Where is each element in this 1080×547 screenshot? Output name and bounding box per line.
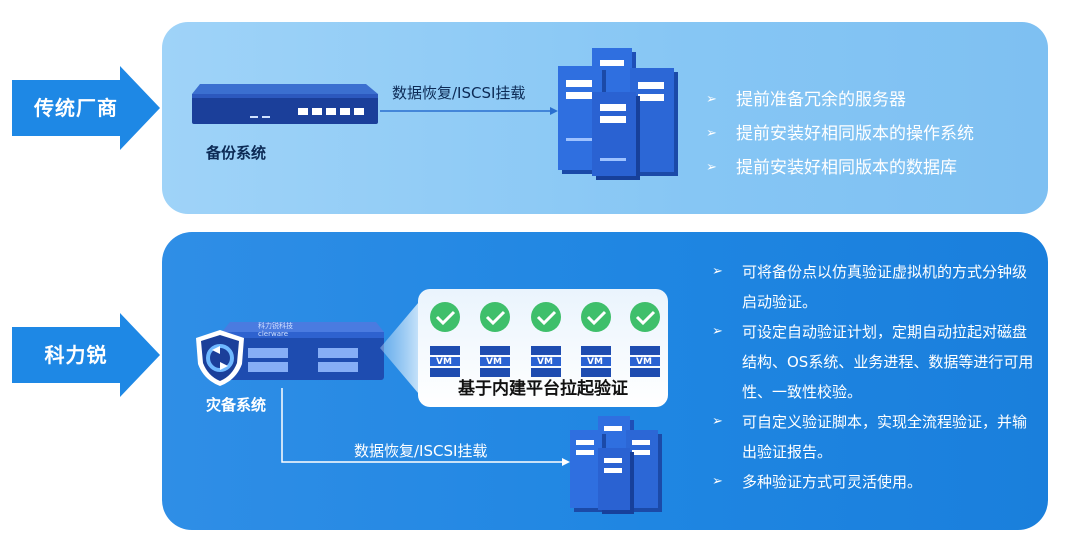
traditional-label: 传统厂商 [34, 96, 118, 120]
bullet-marker-icon: ➢ [706, 160, 717, 175]
bullet-marker-icon: ➢ [706, 126, 717, 141]
server-tower-icon [558, 48, 678, 180]
traditional-label-arrow: 传统厂商 [12, 66, 160, 150]
list-item: ➢提前安装好相同版本的数据库 [706, 151, 974, 185]
arrow-right-icon [12, 313, 160, 397]
list-item: ➢提前安装好相同版本的操作系统 [706, 117, 974, 151]
kelirui-label: 科力锐 [44, 343, 108, 367]
vm-badge: VM [436, 357, 452, 367]
vm-badge: VM [537, 357, 553, 367]
vm-grid [430, 302, 660, 377]
bullet-marker-icon: ➢ [712, 474, 723, 489]
vm-icon [531, 346, 561, 377]
check-circle-icon [531, 302, 561, 332]
bullet-marker-icon: ➢ [712, 414, 723, 429]
connector-arrow [380, 107, 558, 115]
server-rack-icon [222, 322, 384, 380]
vm-icon [430, 346, 460, 377]
check-circle-icon [630, 302, 660, 332]
dr-system-label: 灾备系统 [206, 396, 267, 414]
funnel-shape [380, 296, 424, 400]
server-tower-icon [570, 416, 662, 514]
kelirui-label-arrow: 科力锐 [12, 313, 160, 397]
list-item: ➢提前准备冗余的服务器 [706, 83, 974, 117]
list-item: ➢可自定义验证脚本，实现全流程验证，并输出验证报告。 [712, 407, 1040, 467]
vm-badge: VM [636, 357, 652, 367]
traditional-bullet-list: ➢提前准备冗余的服务器 ➢提前安装好相同版本的操作系统 ➢提前安装好相同版本的数… [706, 83, 974, 185]
vm-caption: 基于内建平台拉起验证 [458, 379, 628, 399]
check-circle-icon [430, 302, 460, 332]
vm-badge: VM [486, 357, 502, 367]
shield-sync-icon [196, 330, 244, 386]
kelirui-bullet-list: ➢可将备份点以仿真验证虚拟机的方式分钟级启动验证。 ➢可设定自动验证计划，定期自… [712, 257, 1040, 497]
arrow-right-icon [12, 66, 160, 150]
list-item: ➢可将备份点以仿真验证虚拟机的方式分钟级启动验证。 [712, 257, 1040, 317]
vm-icon [480, 346, 510, 377]
vm-icon [630, 346, 660, 377]
bullet-marker-icon: ➢ [712, 324, 723, 339]
traditional-connector-label: 数据恢复/ISCSI挂载 [392, 84, 526, 102]
server-rack-icon [192, 84, 378, 124]
bullet-marker-icon: ➢ [712, 264, 723, 279]
connector-arrow [281, 388, 570, 466]
list-item: ➢多种验证方式可灵活使用。 [712, 467, 1040, 497]
vm-badge: VM [587, 357, 603, 367]
list-item: ➢可设定自动验证计划，定期自动拉起对磁盘结构、OS系统、业务进程、数据等进行可用… [712, 317, 1040, 407]
bullet-marker-icon: ➢ [706, 92, 717, 107]
check-circle-icon [480, 302, 510, 332]
backup-system-label: 备份系统 [206, 144, 267, 162]
kelirui-connector-label: 数据恢复/ISCSI挂载 [354, 442, 488, 460]
check-circle-icon [581, 302, 611, 332]
device-brand: 科力锐科技 clerware [258, 322, 293, 338]
vm-icon [581, 346, 611, 377]
